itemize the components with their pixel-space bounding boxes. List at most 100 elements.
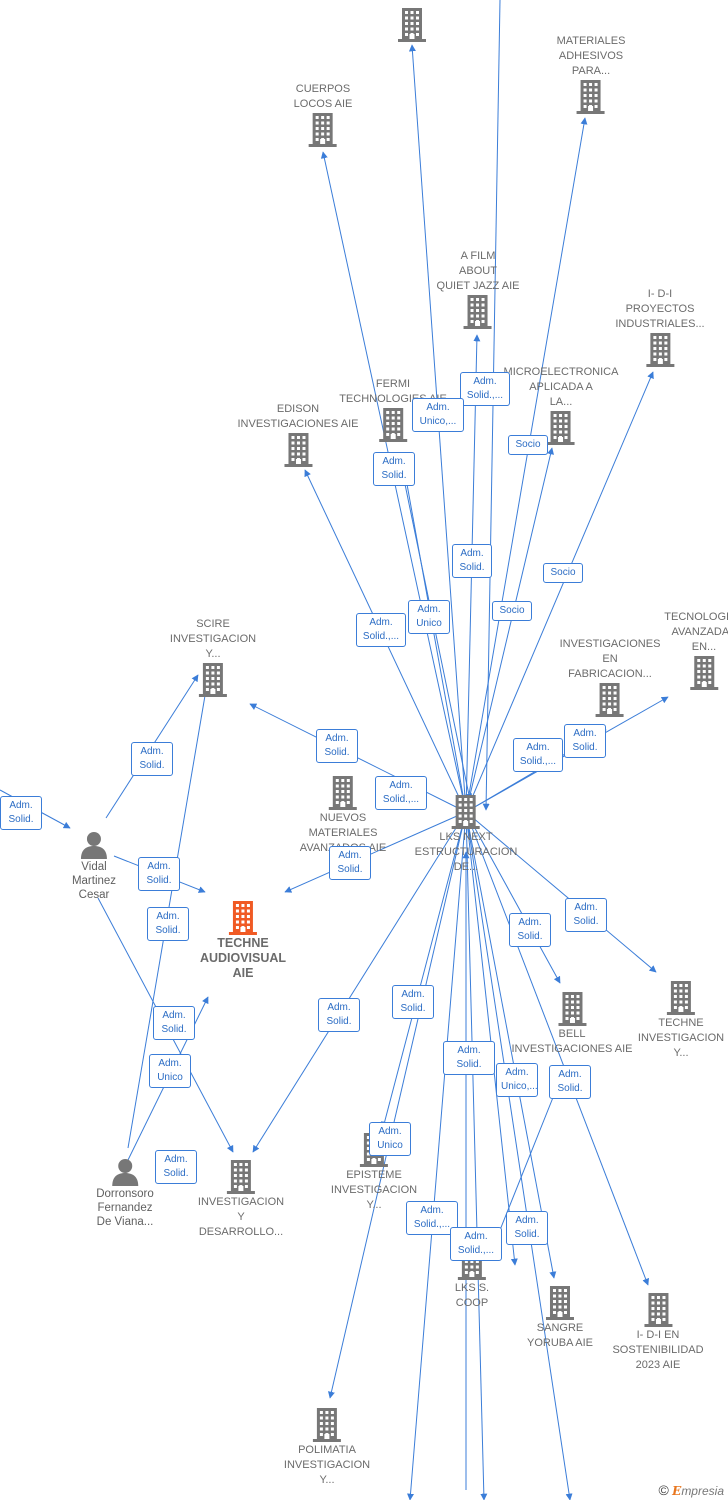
building-icon	[284, 1407, 370, 1443]
edge-20	[465, 811, 518, 1266]
person-icon	[96, 1157, 154, 1187]
relation-badge-adm-solid[interactable]: Adm.Solid.	[564, 724, 606, 758]
relation-badge-adm-solid[interactable]: Adm.Solid.,...	[406, 1201, 458, 1235]
copyright-symbol: ©	[658, 1482, 669, 1498]
relation-badge-adm-solid[interactable]: Adm.Solid.	[131, 742, 173, 776]
relation-badge-adm-solid[interactable]: Adm.Solid.	[373, 452, 415, 486]
building-icon	[294, 112, 353, 148]
edge-23	[465, 811, 573, 1500]
relation-badge-socio[interactable]: Socio	[492, 601, 532, 621]
relation-badge-adm-solid[interactable]: Adm.Solid.,...	[450, 1227, 502, 1261]
building-icon	[300, 775, 386, 811]
edge-14	[465, 811, 561, 984]
empresia-logo[interactable]: Empresia	[672, 1484, 724, 1498]
edge-18	[465, 811, 650, 1286]
relation-badge-adm-solid[interactable]: Adm.Solid.	[138, 857, 180, 891]
building-icon	[339, 407, 447, 443]
relation-badge-adm-unico[interactable]: Adm.Unico	[408, 600, 450, 634]
relation-badge-socio[interactable]: Socio	[543, 563, 583, 583]
edge-9	[249, 703, 467, 813]
edge-13	[465, 811, 657, 973]
building-icon	[560, 682, 661, 718]
relation-badge-adm-solid[interactable]: Adm.Solid.	[452, 544, 492, 578]
relation-badge-adm-solid[interactable]: Adm.Solid.	[316, 729, 358, 763]
building-icon	[664, 655, 728, 691]
building-icon	[200, 900, 286, 936]
node-nuevos[interactable]: NUEVOSMATERIALESAVANZADOS AIE	[300, 775, 386, 856]
edge-21	[407, 811, 467, 1500]
brand-rest: mpresia	[681, 1484, 724, 1498]
relation-badge-adm-solid[interactable]: Adm.Solid.,...	[375, 776, 427, 810]
relation-badge-adm-solid[interactable]: Adm.Solid.	[329, 846, 371, 880]
relation-badge-adm-solid[interactable]: Adm.Solid.	[392, 985, 434, 1019]
relation-badge-adm-unico[interactable]: Adm.Unico	[369, 1122, 411, 1156]
edge-19	[328, 811, 467, 1399]
building-icon	[527, 1285, 593, 1321]
edge-5	[465, 371, 654, 813]
node-top[interactable]	[397, 7, 427, 43]
node-tecav[interactable]: TECNOLOGIASAVANZADASEN...	[664, 610, 728, 691]
edge-7	[465, 447, 554, 813]
node-label: LKS S.COOP	[454, 1282, 490, 1309]
relation-badge-adm-solid[interactable]: Adm.Solid.	[549, 1065, 591, 1099]
relation-badge-adm-solid[interactable]: Adm.Solid.	[147, 907, 189, 941]
edge-6	[400, 461, 467, 813]
building-icon	[198, 1159, 284, 1195]
relation-badge-adm-solid[interactable]: Adm.Solid.	[506, 1211, 548, 1245]
building-icon	[504, 410, 619, 446]
building-icon	[511, 991, 632, 1027]
relation-badge-adm-solid[interactable]: Adm.Solid.	[565, 898, 607, 932]
relation-badge-adm-unico[interactable]: Adm.Unico	[149, 1054, 191, 1088]
relation-badge-adm-unico[interactable]: Adm.Unico,...	[412, 398, 464, 432]
relation-badge-adm-solid[interactable]: Adm.Solid.	[153, 1006, 195, 1040]
edge-17	[465, 811, 557, 1279]
copyright-footer: © Empresia	[658, 1482, 724, 1498]
relation-badge-socio[interactable]: Socio	[508, 435, 548, 455]
relation-badge-adm-solid[interactable]: Adm.Solid.	[509, 913, 551, 947]
relation-badge-adm-solid[interactable]: Adm.Solid.,...	[513, 738, 563, 772]
relation-badge-adm-solid[interactable]: Adm.Solid.	[0, 796, 42, 830]
relation-badge-adm-solid[interactable]: Adm.Solid.	[155, 1150, 197, 1184]
edge-15	[252, 811, 467, 1153]
brand-initial: E	[672, 1484, 682, 1498]
relation-badge-adm-unico[interactable]: Adm.Unico,...	[496, 1063, 538, 1097]
relation-badge-adm-solid[interactable]: Adm.Solid.,...	[356, 613, 406, 647]
building-icon	[615, 332, 704, 368]
relation-badge-adm-solid[interactable]: Adm.Solid.,...	[460, 372, 510, 406]
relation-badge-adm-solid[interactable]: Adm.Solid.	[443, 1041, 495, 1075]
relation-badge-adm-solid[interactable]: Adm.Solid.	[318, 998, 360, 1032]
